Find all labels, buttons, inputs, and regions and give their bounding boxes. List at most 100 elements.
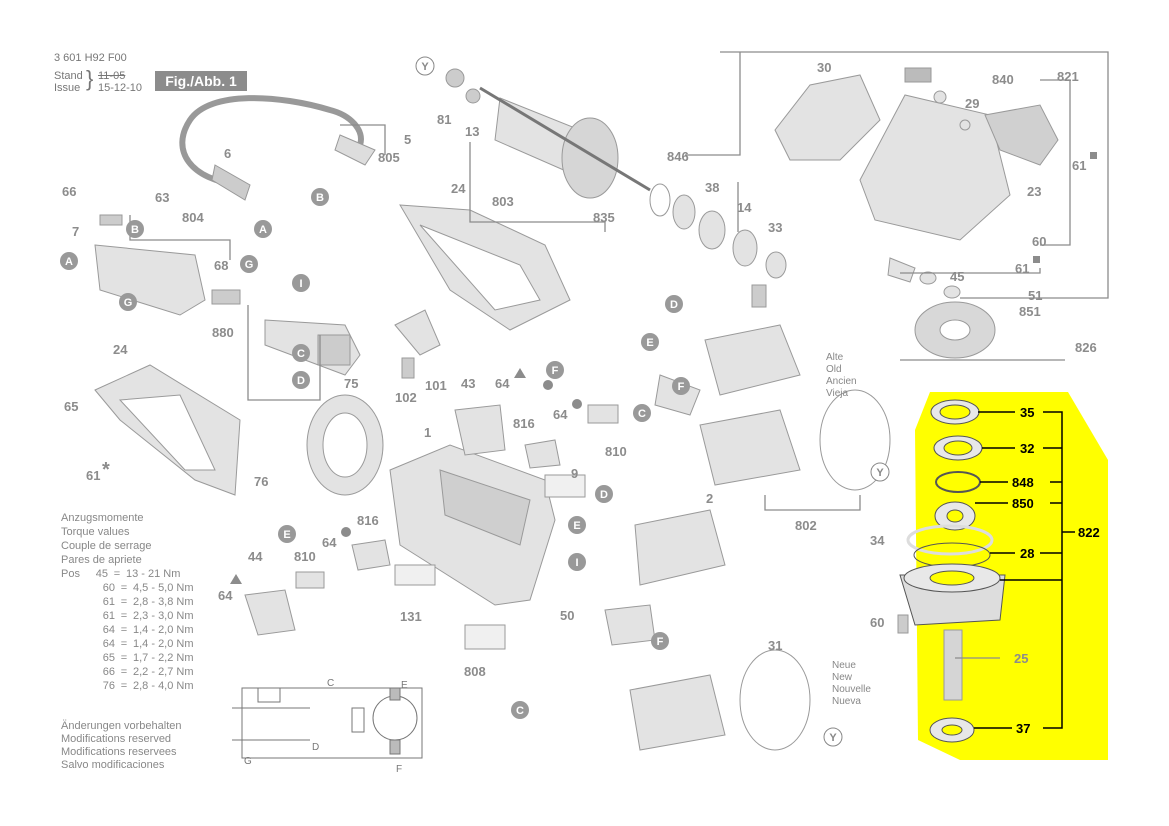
torque-row: 76=2,8 - 4,0 Nm [61,679,223,693]
variant-old-label: Alte Old Ancien Vieja [826,352,857,400]
torque-triangle-marker [230,574,242,584]
torque-pos: 66 [102,666,115,678]
torque-pos: 45 [95,568,108,580]
part-label-43: 43 [461,376,475,391]
bearing-32-drawing [933,435,983,461]
torque-row: 64=1,4 - 2,0 Nm [61,623,223,637]
wiring-label-c: C [327,678,334,689]
part-label-102: 102 [395,390,417,405]
part-label-7: 7 [72,224,79,239]
svg-text:F: F [678,381,685,393]
torque-star-marker: * [102,459,110,481]
part-label-1: 1 [424,425,431,440]
connector-marker-i: I [568,553,586,571]
note-de: Änderungen vorbehalten [61,720,182,732]
wiring-label-e: E [401,680,408,691]
variant-new-label: Neue New Nouvelle Nueva [832,660,871,708]
torque-val: 1,4 - 2,0 Nm [133,638,194,650]
switch-assembly-drawing [94,214,206,316]
part-label-24-top: 24 [451,181,466,196]
connector-marker-a: A [60,252,78,270]
bracket-50-drawing [604,604,656,646]
svg-text:F: F [657,636,664,648]
cover-44-drawing [244,589,296,636]
part-label-64-d: 64 [218,588,233,603]
armature-drawing [445,68,651,199]
part-label-846: 846 [667,149,689,164]
brush-810b-drawing [295,571,325,589]
wiring-label-f: F [396,764,402,775]
part-label-816-b: 816 [357,513,379,528]
label-9-drawing [544,474,586,498]
part-label-808: 808 [464,664,486,679]
part-label-880: 880 [212,325,234,340]
part-label-29: 29 [965,96,979,111]
torque-triangle-marker [514,368,526,378]
part-number: 3 601 H92 F00 [54,52,127,64]
gear-housing-drawing [774,67,1059,241]
torque-row: 61=2,8 - 3,8 Nm [61,595,223,609]
torque-val: 4,5 - 5,0 Nm [133,582,194,594]
torque-pos: 64 [102,638,115,650]
part-label-63: 63 [155,190,169,205]
part-label-826: 826 [1075,340,1097,355]
part-label-30: 30 [817,60,831,75]
label-808-drawing [464,624,506,650]
svg-text:Y: Y [876,467,884,479]
modification-notes: Änderungen vorbehalten Modifications res… [61,720,181,772]
connector-marker-f: F [651,632,669,650]
part-label-848: 848 [1012,475,1034,490]
figure-label: Fig./Abb. 1 [155,71,247,91]
part-label-60-a: 60 [1032,234,1046,249]
part-label-802: 802 [795,518,817,533]
torque-val: 13 - 21 Nm [125,568,181,580]
svg-text:B: B [131,224,139,236]
torque-title-fr: Couple de serrage [61,540,152,552]
part-label-24-left: 24 [113,342,128,357]
part-label-6: 6 [224,146,231,161]
torque-val: 2,3 - 3,0 Nm [133,610,194,622]
torque-dot-marker [572,399,582,409]
svg-text:D: D [670,299,678,311]
bearing-set-drawing [649,183,787,308]
connector-marker-d: D [292,371,310,389]
part-label-51: 51 [1028,288,1042,303]
pos-label: Pos [61,568,80,580]
connector-marker-g: G [240,255,258,273]
part-label-805: 805 [378,150,400,165]
old-date: 11-05 [98,70,126,82]
torque-pos: 60 [102,582,115,594]
svg-text:A: A [65,256,73,268]
part-label-25: 25 [1014,651,1028,666]
svg-text:C: C [516,705,524,717]
torque-pos: 61 [102,596,115,608]
seal-34-drawing [906,524,994,556]
main-handle-drawing [94,364,241,496]
label-131-drawing [394,564,436,586]
part-label-76: 76 [254,474,268,489]
part-label-13: 13 [465,124,479,139]
svg-text:E: E [573,520,580,532]
torque-dot-marker [543,380,553,390]
fan-drawing [306,394,384,496]
svg-text:C: C [638,408,646,420]
part-label-131: 131 [400,609,422,624]
eq: = [120,666,128,678]
part-label-821: 821 [1057,69,1079,84]
part-label-822: 822 [1078,525,1100,540]
connector-marker-e: E [641,333,659,351]
stand-label: Stand [54,70,83,82]
part-label-68: 68 [214,258,228,273]
torque-row: 66=2,2 - 2,7 Nm [61,665,223,679]
highlight-region-822 [915,392,1108,760]
connector-marker-c: C [511,701,529,719]
bearing-850-drawing [934,501,976,531]
part-label-803: 803 [492,194,514,209]
brush-810-drawing [587,404,619,424]
part-label-44: 44 [248,549,263,564]
part-label-35: 35 [1020,405,1034,420]
part-label-64-a: 64 [495,376,510,391]
part-label-810-a: 810 [605,444,627,459]
part-label-5: 5 [404,132,411,147]
